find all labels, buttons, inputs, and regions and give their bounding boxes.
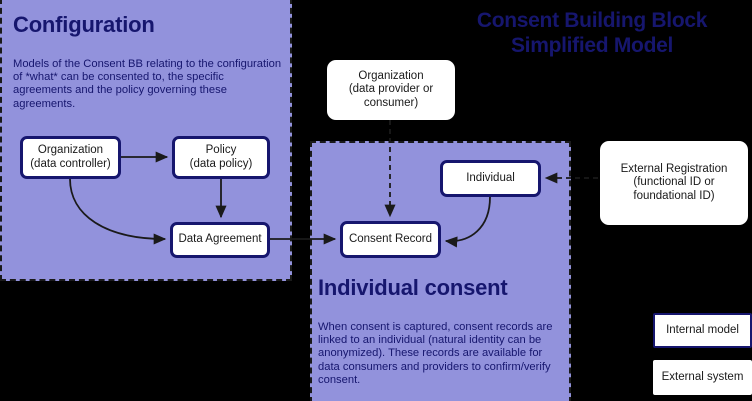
node-external-registration-line-2: (functional ID or — [633, 176, 715, 189]
legend-external-system-label: External system — [661, 370, 744, 383]
node-policy-line-1: Policy — [205, 144, 237, 156]
node-policy[interactable]: Policy (data policy) — [172, 136, 270, 179]
node-organization-data-provider-line-2: (data provider or — [348, 83, 434, 96]
node-external-registration[interactable]: External Registration (functional ID or … — [600, 141, 748, 225]
node-external-registration-line-1: External Registration — [620, 162, 728, 175]
legend-external-system: External system — [653, 360, 752, 395]
node-policy-line-2: (data policy) — [189, 157, 253, 170]
legend-internal-model-label: Internal model — [666, 323, 739, 336]
node-data-agreement-label: Data Agreement — [178, 233, 262, 246]
legend-internal-model: Internal model — [653, 313, 752, 348]
panel-individual-consent-heading: Individual consent — [318, 275, 508, 300]
node-organization-data-controller-line-1: Organization — [37, 144, 104, 156]
node-data-agreement[interactable]: Data Agreement — [170, 222, 270, 258]
node-consent-record-label: Consent Record — [348, 232, 433, 245]
diagram-title-line-1: Consent Building Block — [476, 9, 708, 32]
panel-configuration-heading: Configuration — [13, 12, 155, 37]
panel-configuration-description: Models of the Consent BB relating to the… — [13, 58, 282, 110]
node-individual-label: Individual — [466, 171, 515, 184]
node-consent-record[interactable]: Consent Record — [340, 221, 441, 258]
node-organization-data-provider-or-consumer[interactable]: Organization (data provider or consumer) — [327, 60, 455, 120]
node-organization-data-provider-line-3: consumer) — [363, 96, 419, 109]
node-external-registration-line-3: foundational ID) — [633, 189, 715, 202]
node-organization-data-controller-line-2: (data controller) — [30, 157, 111, 170]
diagram-title: Consent Building Block Simplified Model — [432, 8, 752, 58]
node-organization-data-controller[interactable]: Organization (data controller) — [20, 136, 121, 179]
panel-individual-consent-description: When consent is captured, consent record… — [318, 321, 553, 386]
node-organization-data-provider-line-1: Organization — [358, 69, 424, 82]
diagram-title-line-2: Simplified Model — [510, 34, 674, 57]
node-individual[interactable]: Individual — [440, 160, 541, 197]
